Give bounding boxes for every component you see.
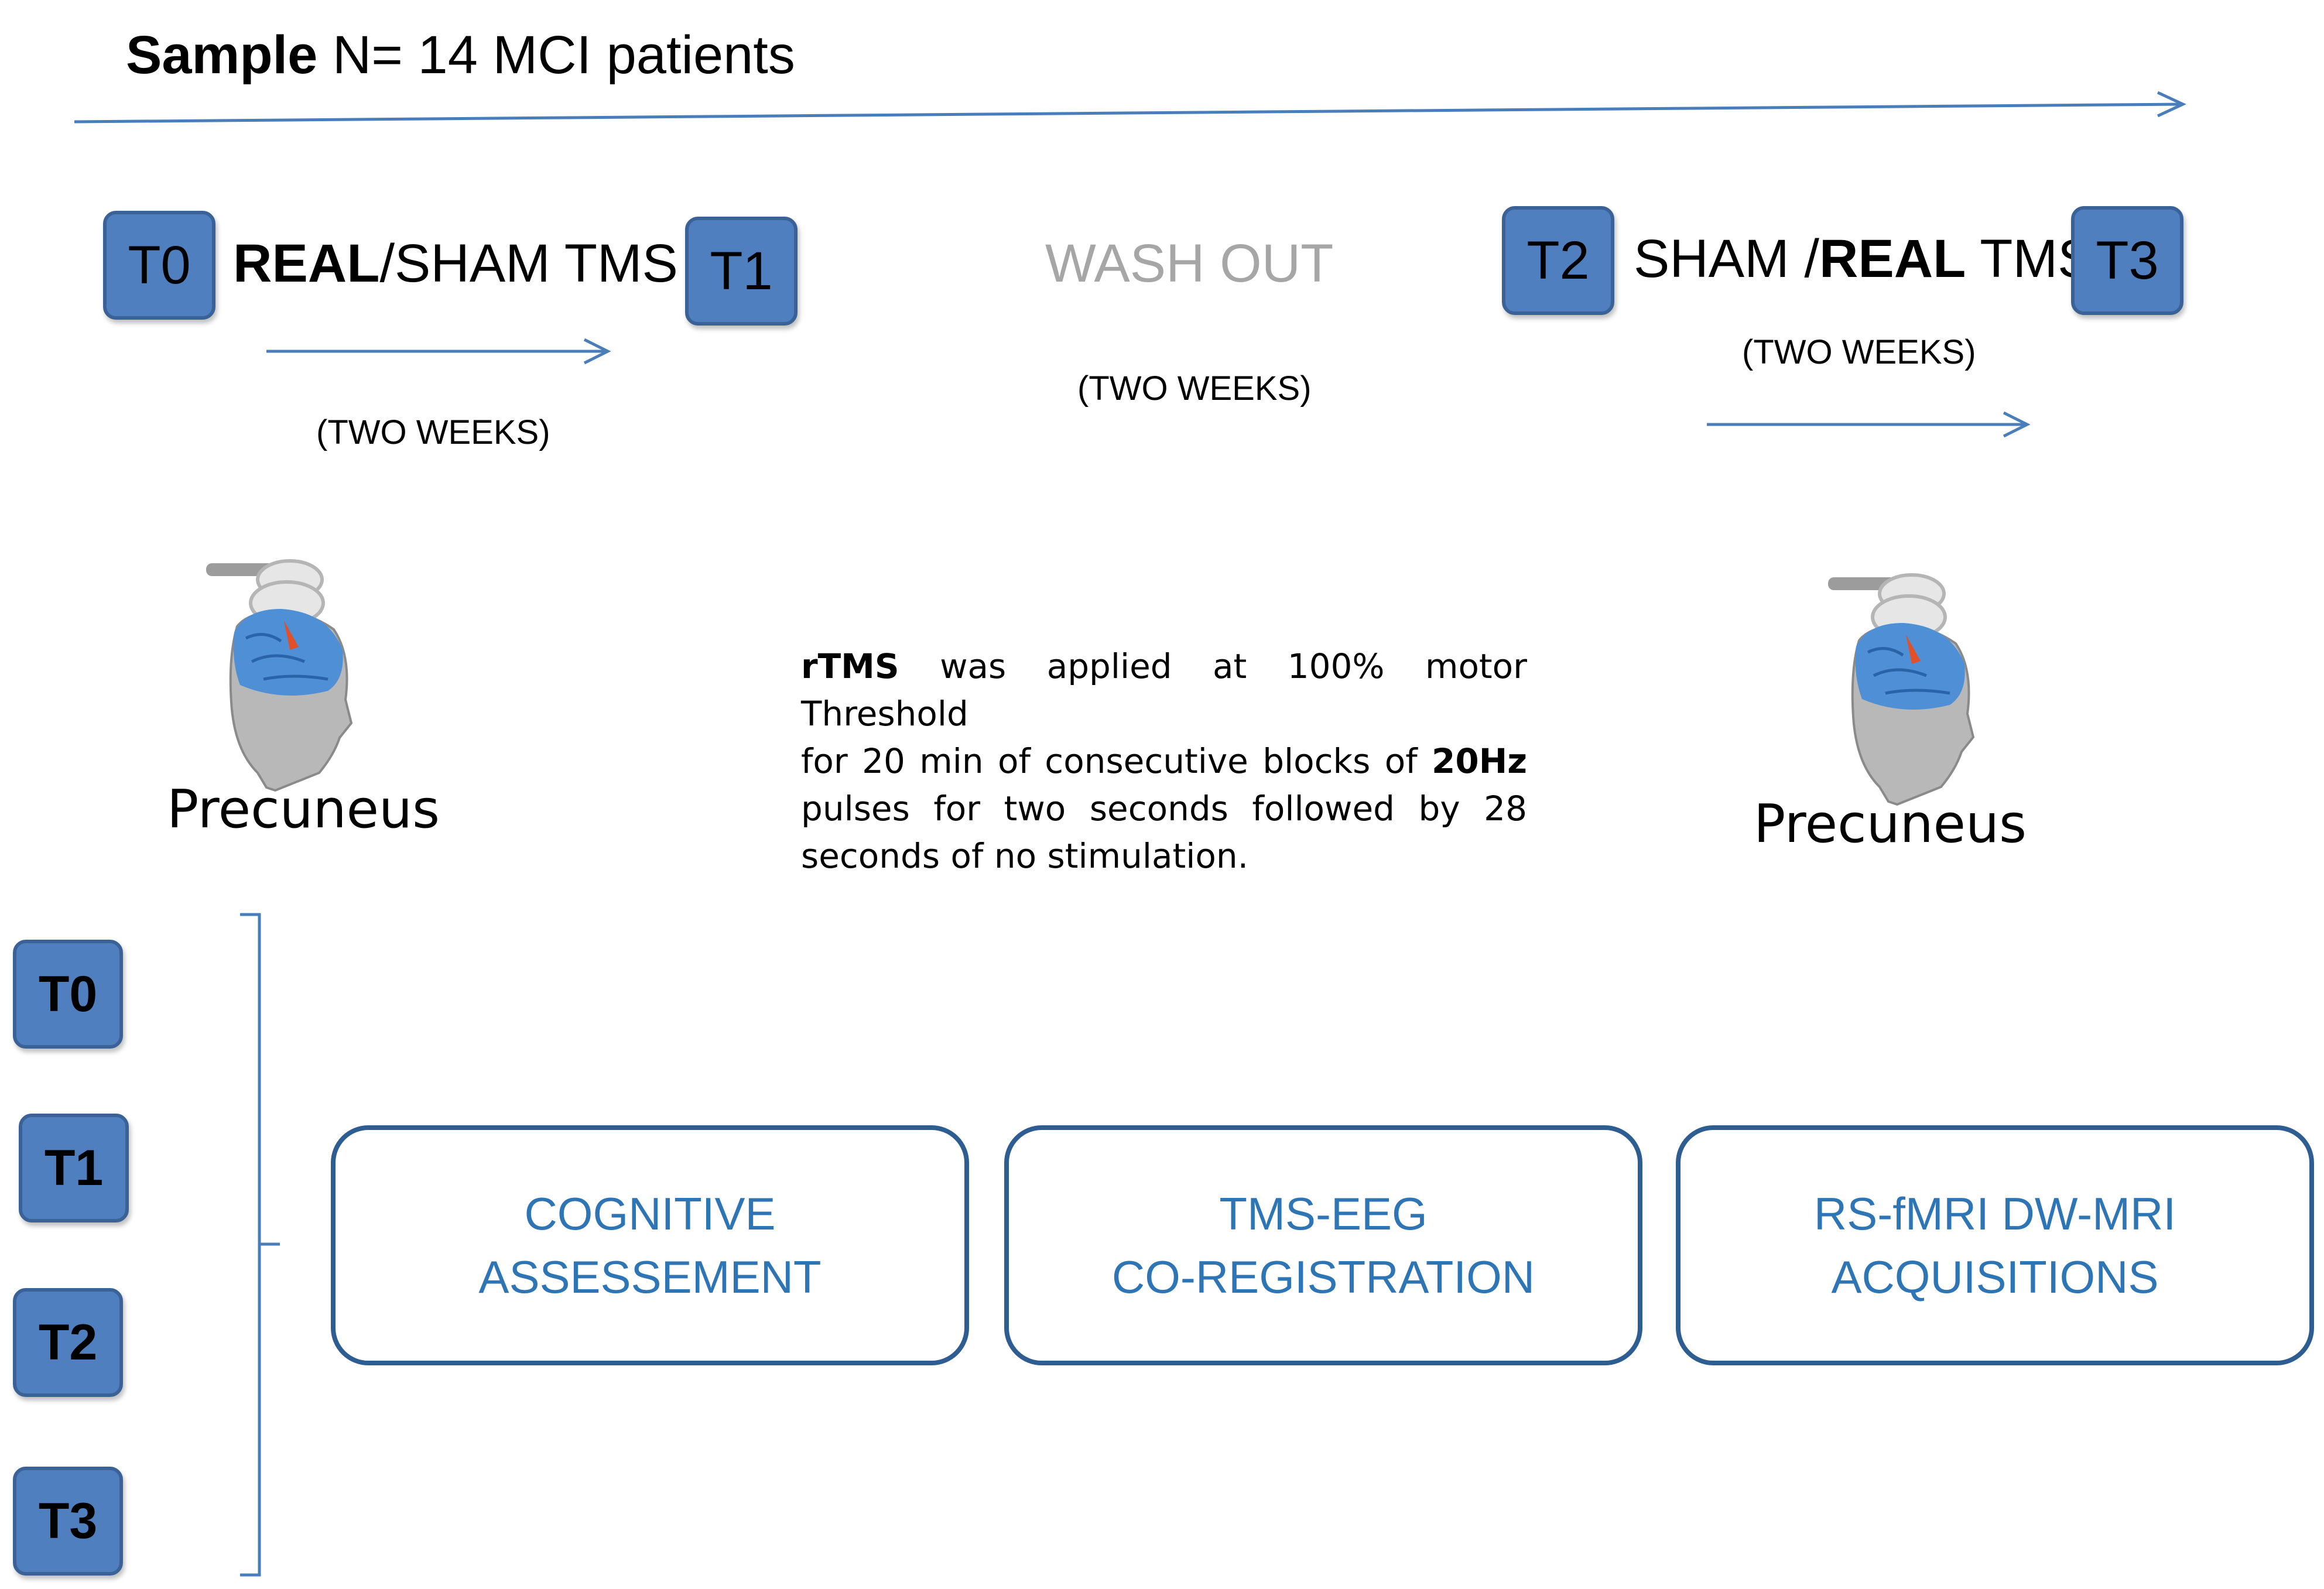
left-site-label: Precuneus [167,779,440,840]
phase2-label-bold: REAL [1819,229,1966,289]
right-site-label: Precuneus [1754,793,2027,855]
sample-title-bold: Sample [126,25,318,85]
protocol-rtms: rTMS [801,646,899,686]
assessment-line-1: RS-fMRI DW-MRI [1813,1188,2176,1239]
assessment-box-cognitive: COGNITIVE ASSESSEMENT [331,1125,969,1365]
timepoint-label: T2 [38,1314,98,1371]
assessment-box-mri: RS-fMRI DW-MRI ACQUISITIONS [1676,1125,2314,1365]
protocol-description: rTMS was applied at 100% motor Threshold… [801,643,1527,880]
timepoint-box-t1: T1 [685,217,798,326]
protocol-line-1: rTMS was applied at 100% motor Threshold [801,643,1527,738]
phase2-arrow [1707,411,2031,438]
phase2-label-pre: SHAM / [1634,229,1819,289]
tms-coil-head-icon [1828,573,1975,806]
sample-title: Sample N= 14 MCI patients [126,25,795,86]
protocol-line-1-text: was applied at 100% motor Threshold [801,646,1527,734]
phase2-duration: (TWO WEEKS) [1742,333,1976,371]
timepoint-box-t3: T3 [2071,206,2183,315]
washout-label: WASH OUT [1045,234,1334,293]
timepoint-label: T0 [38,965,98,1022]
assessment-line-1: COGNITIVE [524,1188,776,1239]
timepoint-box-t0: T0 [103,211,215,320]
timepoint-box-t2: T2 [1502,206,1614,315]
main-timeline-arrow [74,91,2186,124]
washout-duration: (TWO WEEKS) [1077,369,1312,407]
phase1-duration: (TWO WEEKS) [316,413,550,451]
protocol-frequency: 20Hz [1431,741,1527,781]
phase1-label-rest: /SHAM TMS [379,234,678,293]
assessment-box-tms-eeg: TMS-EEG CO-REGISTRATION [1004,1125,1642,1365]
protocol-line-3: pulses for two seconds followed by 28 [801,789,1527,828]
protocol-line-2: for 20 min of consecutive blocks of 20Hz [801,738,1527,785]
timepoint-bracket [240,913,280,1577]
phase1-label-bold: REAL [233,234,380,293]
timepoint-label: T3 [38,1492,98,1549]
timepoint-label: T3 [2096,230,2159,290]
assessment-line-2: CO-REGISTRATION [1111,1251,1535,1303]
phase2-label: SHAM /REAL TMS [1634,228,2094,290]
assessment-line-2: ACQUISITIONS [1831,1251,2159,1303]
timepoint-label: T2 [1526,230,1590,290]
protocol-line-4: seconds of no stimulation. [801,836,1249,876]
timepoint-label: T1 [710,241,773,301]
protocol-line-2-text: for 20 min of consecutive blocks of [801,741,1432,781]
assessment-line-2: ASSESSEMENT [478,1251,822,1303]
timepoint-box-t1-assess: T1 [19,1114,129,1222]
phase1-arrow [266,338,611,365]
timepoint-box-t0-assess: T0 [13,940,123,1049]
timepoint-box-t2-assess: T2 [13,1288,123,1397]
timepoint-label: T0 [128,235,191,295]
timepoint-label: T1 [44,1139,104,1196]
phase1-label: REAL/SHAM TMS [233,233,678,294]
sample-title-rest: N= 14 MCI patients [317,25,795,85]
timepoint-box-t3-assess: T3 [13,1467,123,1576]
assessment-line-1: TMS-EEG [1219,1188,1428,1239]
tms-coil-head-icon [206,559,353,792]
